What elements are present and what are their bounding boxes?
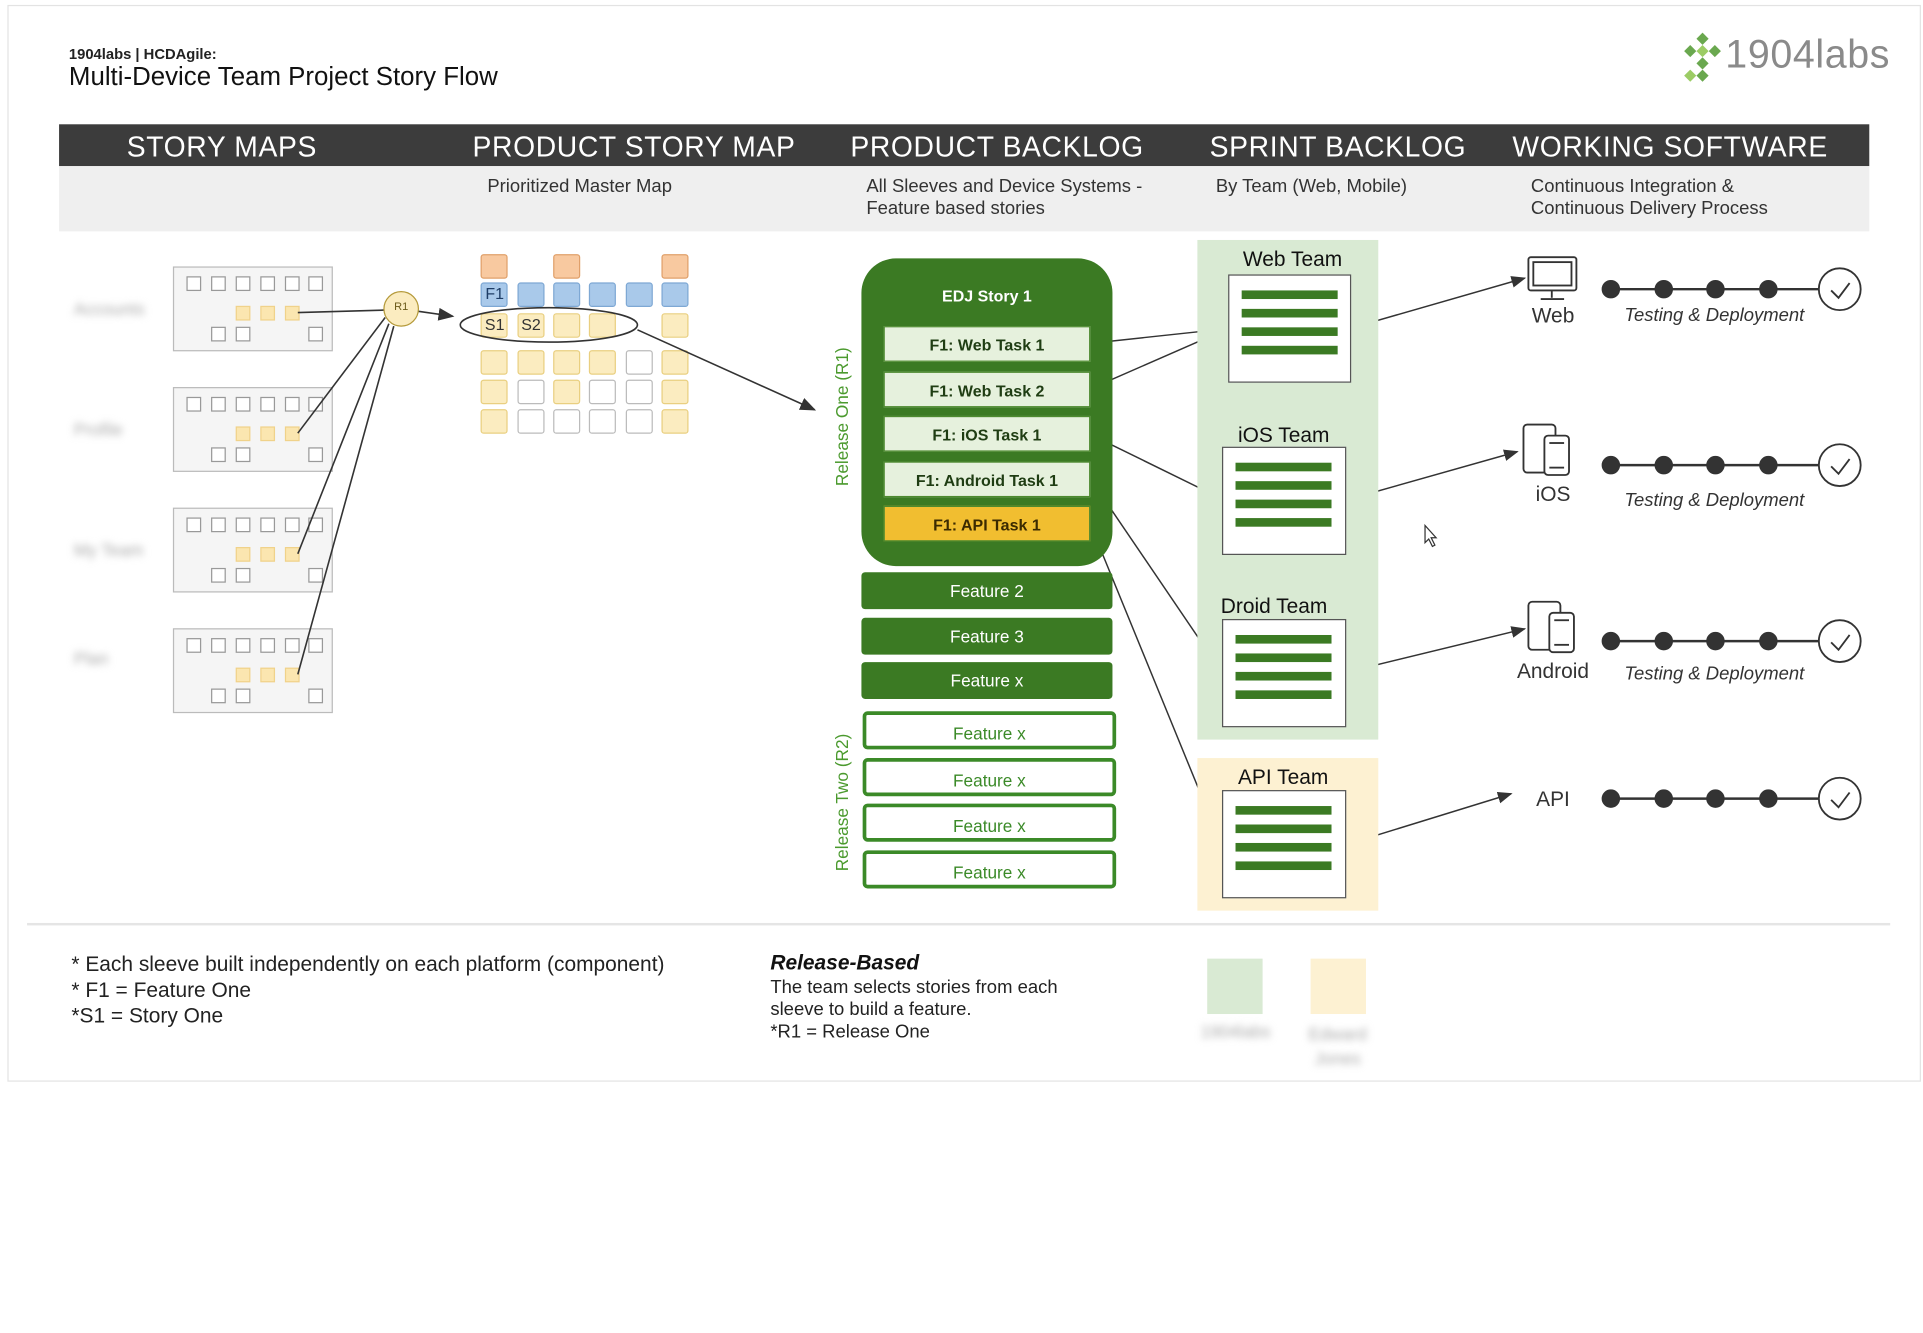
team-board <box>1221 790 1347 899</box>
release-marker <box>383 291 420 327</box>
team-board <box>1221 446 1347 556</box>
team-board <box>1221 618 1347 728</box>
pipeline-label: Testing & Deployment <box>1624 489 1805 511</box>
story-map-card <box>172 628 333 714</box>
column-subtitle-sprint-backlog: By Team (Web, Mobile) <box>1215 175 1407 197</box>
pipeline-ios <box>1601 443 1862 488</box>
org-label: 1904labs | HCDAgile: <box>68 45 217 63</box>
cursor-icon <box>1424 523 1438 548</box>
legend-swatch-edward-jones <box>1310 958 1366 1015</box>
pipeline-android <box>1601 619 1862 663</box>
column-subtitle-product-story-map: Prioritized Master Map <box>487 175 672 197</box>
team-label-droid: Droid Team <box>1220 594 1328 618</box>
footnotes: * Each sleeve built independently on eac… <box>71 951 664 1029</box>
story-map-to-backlog-arrow <box>637 329 817 411</box>
story-map-card <box>172 507 333 593</box>
release-based-title: Release-Based <box>770 951 920 975</box>
story-map-cards <box>172 266 333 714</box>
column-title-product-story-map: PRODUCT STORY MAP <box>472 130 796 163</box>
footer-divider <box>27 922 1891 926</box>
team-label-ios: iOS Team <box>1237 423 1330 447</box>
feature-card[interactable]: Feature 2 <box>861 572 1113 610</box>
platform-label-ios: iOS <box>1535 482 1571 506</box>
feature-label: F1 <box>485 284 505 303</box>
task-card[interactable]: F1: Web Task 2 <box>883 371 1091 408</box>
legend-label: 1904labs <box>1200 1021 1271 1042</box>
release-two-label: Release Two (R2) <box>831 733 852 872</box>
page-title: Multi-Device Team Project Story Flow <box>68 62 498 92</box>
team-board <box>1228 274 1352 383</box>
canvas-frame <box>7 4 1921 1082</box>
pipeline-label: Testing & Deployment <box>1624 663 1805 685</box>
story-label: S2 <box>521 315 541 334</box>
sleeve-label: Profile <box>73 419 123 440</box>
column-subtitle-product-backlog: All Sleeves and Device Systems - Feature… <box>866 175 1143 220</box>
feature-card-outline[interactable]: Feature x <box>862 850 1117 889</box>
column-title-product-backlog: PRODUCT BACKLOG <box>850 130 1144 163</box>
column-subheader-bar: Prioritized Master Map All Sleeves and D… <box>59 166 1870 232</box>
logo-wordmark: 1904labs <box>1725 31 1891 77</box>
team-label-web: Web Team <box>1242 247 1343 271</box>
product-story-map <box>459 254 817 434</box>
feature-card-outline[interactable]: Feature x <box>862 711 1117 750</box>
release-one-label: Release One (R1) <box>831 347 852 487</box>
legend-label: Edward Jones <box>1308 1023 1367 1069</box>
desktop-icon <box>1527 256 1578 300</box>
task-card[interactable]: F1: iOS Task 1 <box>883 415 1091 452</box>
footnote: * Each sleeve built independently on eac… <box>71 952 665 976</box>
platform-label-api: API <box>1536 787 1570 811</box>
release-marker-label: R1 <box>394 300 409 313</box>
story-map-card <box>172 266 333 352</box>
column-header-bar: STORY MAPS PRODUCT STORY MAP PRODUCT BAC… <box>59 124 1870 167</box>
logo-icon <box>1684 32 1721 82</box>
sleeve-label: Accounts <box>73 299 145 319</box>
pipeline-api <box>1601 776 1862 821</box>
pipeline-label: Testing & Deployment <box>1624 305 1805 327</box>
task-card[interactable]: F1: Android Task 1 <box>883 461 1091 498</box>
column-subtitle-working-software: Continuous Integration & Continuous Deli… <box>1530 175 1768 220</box>
team-label-api: API Team <box>1237 765 1329 789</box>
platform-label-android: Android <box>1516 659 1590 683</box>
feature-card-outline[interactable]: Feature x <box>862 758 1117 797</box>
release-based-body: The team selects stories from each sleev… <box>770 977 1058 1043</box>
tablet-phone-icon <box>1522 423 1570 476</box>
pipelines <box>1601 267 1862 821</box>
column-title-story-maps: STORY MAPS <box>126 130 317 163</box>
pipeline-web <box>1601 267 1862 312</box>
column-title-working-software: WORKING SOFTWARE <box>1512 130 1828 163</box>
column-title-sprint-backlog: SPRINT BACKLOG <box>1209 130 1467 163</box>
task-card-api[interactable]: F1: API Task 1 <box>883 505 1091 542</box>
platform-label-web: Web <box>1531 303 1575 328</box>
sleeve-label: My Team <box>73 540 144 560</box>
footnote: * F1 = Feature One <box>71 978 252 1002</box>
feature-card[interactable]: Feature 3 <box>861 617 1113 655</box>
task-card[interactable]: F1: Web Task 1 <box>883 326 1091 362</box>
feature-card[interactable]: Feature x <box>861 662 1113 699</box>
tablet-phone-icon <box>1527 600 1575 654</box>
footnote: *S1 = Story One <box>71 1004 224 1028</box>
legend-swatch-1904labs <box>1207 958 1263 1015</box>
story-title: EDJ Story 1 <box>942 286 1032 306</box>
story-map-card <box>172 387 333 472</box>
story-map-connectors <box>297 307 455 675</box>
sleeve-label: Plan <box>73 648 109 669</box>
selection-ellipse <box>459 306 639 343</box>
story-label: S1 <box>484 315 505 334</box>
feature-card-outline[interactable]: Feature x <box>862 803 1117 842</box>
